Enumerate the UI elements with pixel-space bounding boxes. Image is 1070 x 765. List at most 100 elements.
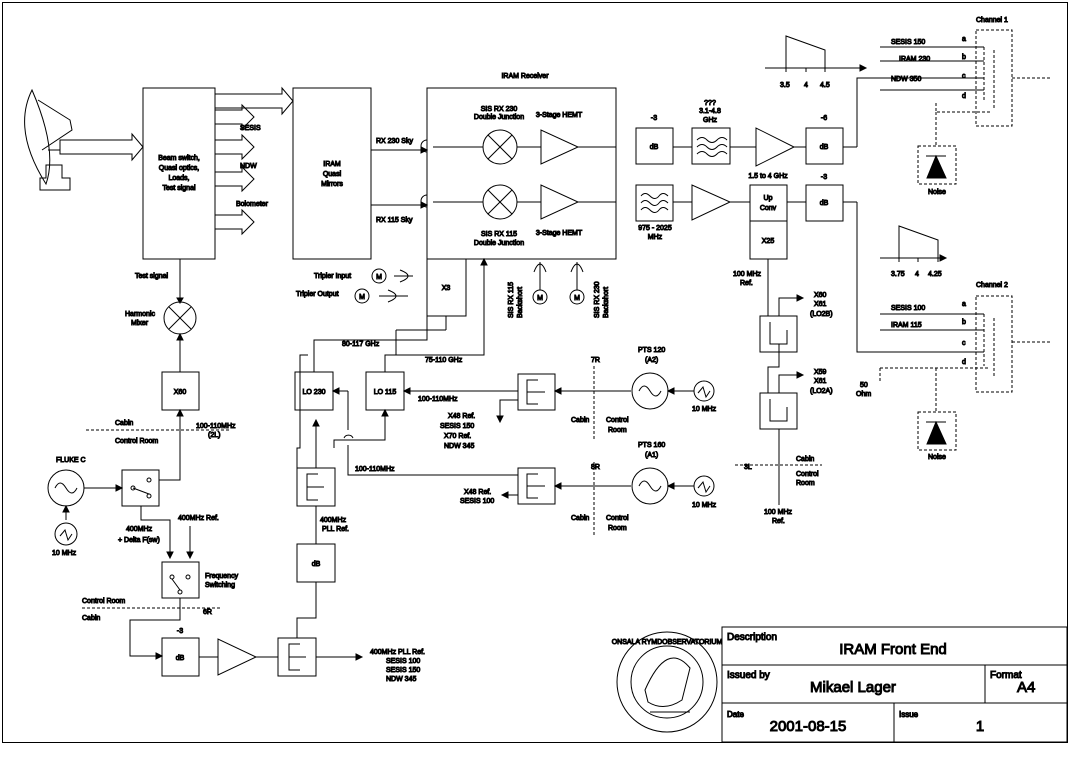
filter-icon bbox=[692, 128, 730, 164]
atten-db-label: dB bbox=[176, 655, 185, 662]
three-l-label: 3L bbox=[744, 464, 752, 471]
beam-switch-line1: Beam switch, bbox=[158, 155, 200, 162]
pts160-1: PTS 160 bbox=[638, 442, 665, 449]
sis230-label1: SIS RX 230 bbox=[481, 106, 518, 113]
sis115-label1: SIS RX 115 bbox=[481, 231, 517, 238]
ch2-a: a bbox=[962, 301, 966, 308]
noise-diode-icon bbox=[918, 112, 956, 184]
cabin-pts2: Cabin bbox=[571, 515, 589, 522]
attenuator-box bbox=[806, 128, 843, 164]
x48-3: X70 Ref. bbox=[444, 433, 471, 440]
channel2-box bbox=[976, 296, 1012, 392]
lo2a-3: (LO2A) bbox=[810, 388, 833, 395]
hundred-ref-b2: Ref. bbox=[772, 518, 785, 525]
attenuator-box bbox=[636, 128, 673, 164]
pll-ref-1: 400MHz bbox=[320, 517, 347, 524]
description-label: Description bbox=[727, 632, 777, 643]
pll-out-2: SESIS 100 bbox=[386, 658, 420, 665]
channel2-label: Channel 2 bbox=[976, 282, 1008, 289]
ch1-b: b bbox=[962, 54, 966, 61]
atten-db-label: dB bbox=[820, 144, 829, 151]
ch2-b: b bbox=[962, 319, 966, 326]
oscillator-icon bbox=[694, 476, 714, 496]
f2l-2: (2L) bbox=[208, 432, 220, 439]
format-label: Format bbox=[990, 670, 1022, 681]
if-range-label1: 3.1-4.8 bbox=[699, 108, 721, 115]
cr-pts1-b: Room bbox=[608, 427, 627, 434]
tripler-output-label: Tripler Output bbox=[296, 291, 339, 298]
rx230-sky-label: RX 230 Sky bbox=[376, 138, 413, 145]
ndw-label: NDW bbox=[240, 163, 257, 170]
sis115-label2: Double Junction bbox=[474, 240, 524, 247]
lo2a-1: X59 bbox=[814, 369, 827, 376]
pll-icon bbox=[760, 316, 797, 352]
cabin-pts1: Cabin bbox=[571, 417, 589, 424]
unknown-label: ??? bbox=[704, 100, 716, 107]
issued-by-label: Issued by bbox=[727, 670, 770, 681]
sesis100-label: SESIS 100 bbox=[891, 305, 925, 312]
hemt-label2: 3-Stage HEMT bbox=[536, 230, 583, 237]
seven-r-label: 7R bbox=[591, 357, 600, 364]
pll-db-label: dB bbox=[312, 561, 321, 568]
motor-icon bbox=[372, 269, 386, 283]
issue-value: 1 bbox=[976, 718, 984, 735]
atten-db-label: dB bbox=[820, 200, 829, 207]
mixer-icon bbox=[164, 302, 196, 334]
quasi-line3: Mirrors bbox=[321, 181, 343, 188]
motor-label-d: M bbox=[574, 295, 580, 302]
eight-r-label: 8R bbox=[591, 464, 600, 471]
spectrum-inset-1 bbox=[765, 36, 866, 72]
hundred-ref-b1: 100 MHz bbox=[764, 509, 793, 516]
ndw350-label: NDW 350 bbox=[891, 76, 921, 83]
x60-label: X60 bbox=[174, 389, 187, 396]
test-signal-label: Test signal bbox=[135, 273, 169, 280]
amplifier-icon bbox=[541, 185, 578, 219]
quasi-line1: IRAM bbox=[323, 161, 341, 168]
ten-mhz-2: 10 MHz bbox=[692, 502, 717, 509]
attenuator-box bbox=[806, 185, 843, 221]
ax2-c: 4.25 bbox=[928, 271, 942, 278]
atten-m3c-label: -3 bbox=[177, 628, 183, 635]
freq-80-117: 80-117 GHz bbox=[342, 341, 380, 348]
mixer-icon bbox=[483, 130, 517, 164]
ax2-b: 4 bbox=[915, 271, 919, 278]
pll-ref-2: PLL Ref. bbox=[322, 526, 349, 533]
oscillator-icon bbox=[632, 468, 668, 504]
sis230-label2: Double Junction bbox=[474, 114, 524, 121]
pts120-1: PTS 120 bbox=[638, 347, 665, 354]
issue-label: Issue bbox=[899, 710, 919, 719]
x48-4: NDW 345 bbox=[444, 443, 474, 450]
ref400-label: 400MHz Ref. bbox=[178, 515, 219, 522]
pts120-2: (A2) bbox=[645, 357, 658, 364]
motor-label-b: M bbox=[359, 294, 365, 301]
upconv-2: Conv bbox=[760, 205, 777, 212]
sis115-backshort-1: SIS RX 115 bbox=[508, 282, 515, 318]
beam-switch-box bbox=[143, 88, 215, 259]
ch1-a: a bbox=[962, 36, 966, 43]
fluke-label: FLUKE C bbox=[56, 457, 86, 464]
iram230-label: IRAM 230 bbox=[899, 56, 930, 63]
bolometer-label: Bolometer bbox=[236, 201, 269, 208]
seal-text: ONSALA RYMDOBSERVATORIUM bbox=[612, 639, 723, 646]
filt-range-2: MHz bbox=[648, 234, 663, 241]
motor-label-a: M bbox=[376, 274, 382, 281]
oscillator-icon bbox=[632, 373, 668, 409]
oscillator-icon bbox=[48, 470, 84, 506]
sheet-border bbox=[3, 3, 1068, 743]
f2l-1: 100-110MHz bbox=[196, 423, 236, 430]
iram115-label: IRAM 115 bbox=[891, 322, 922, 329]
motor-icon bbox=[355, 289, 369, 303]
sis115-backshort-2: Backshort bbox=[517, 287, 524, 318]
six-r-label: 6R bbox=[203, 609, 212, 616]
lo2b-2: X61 bbox=[814, 301, 827, 308]
rx115-sky-label: RX 115 Sky bbox=[376, 217, 413, 224]
lo115-label: LO 115 bbox=[374, 389, 397, 396]
tripler-input-label: Tripler Input bbox=[314, 273, 351, 280]
lo2b-1: X60 bbox=[814, 292, 827, 299]
control-room-label2: Control Room bbox=[82, 598, 125, 605]
title-block bbox=[722, 627, 1067, 742]
control-room-right-1: Control bbox=[796, 471, 819, 478]
quasi-line2: Quasi bbox=[323, 171, 342, 178]
description-value: IRAM Front End bbox=[839, 641, 947, 658]
iram-receiver-box bbox=[427, 88, 616, 259]
